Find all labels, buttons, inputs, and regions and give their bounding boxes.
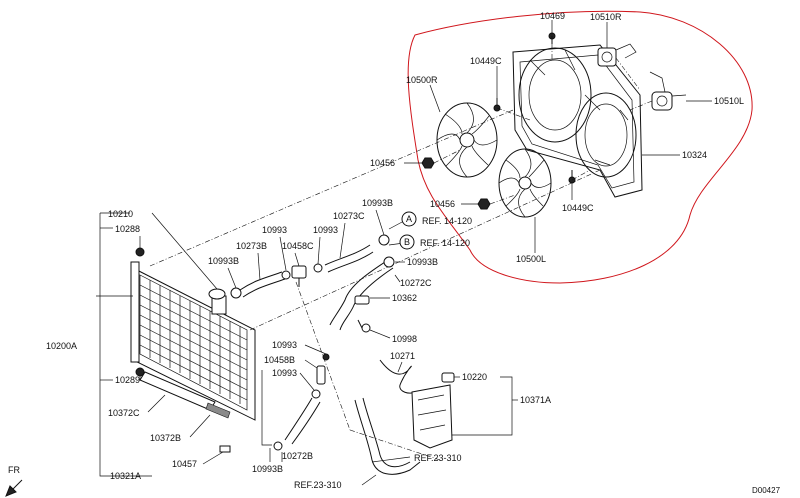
clamp-10362 bbox=[354, 295, 370, 305]
label-10273b: 10273B bbox=[236, 241, 267, 251]
label-ref-b: REF. 14-120 bbox=[420, 238, 470, 248]
reservoir-10371a bbox=[411, 384, 453, 449]
label-10288: 10288 bbox=[115, 224, 140, 234]
fan-shroud bbox=[512, 44, 643, 198]
lower-hose-10272c bbox=[329, 256, 395, 331]
clip-10998 bbox=[357, 319, 371, 333]
reservoir-cap-10220 bbox=[441, 372, 455, 383]
lower-pipe-ref bbox=[354, 397, 421, 475]
label-10993-c: 10993 bbox=[272, 340, 297, 350]
bolt-10449c-bottom bbox=[568, 170, 576, 184]
label-10273c: 10273C bbox=[333, 211, 365, 221]
radiator-cap bbox=[208, 288, 226, 300]
label-10289: 10289 bbox=[115, 375, 140, 385]
label-10272b: 10272B bbox=[282, 451, 313, 461]
label-10372b: 10372B bbox=[150, 433, 181, 443]
label-10456-b: 10456 bbox=[430, 199, 455, 209]
label-10362: 10362 bbox=[392, 293, 417, 303]
upper-hose-10273c bbox=[313, 234, 390, 273]
bracket-10457 bbox=[219, 445, 231, 453]
label-10449c-top: 10449C bbox=[470, 56, 502, 66]
label-10321a: 10321A bbox=[110, 471, 141, 481]
label-10993b-d: 10993B bbox=[252, 464, 283, 474]
label-10449c-bottom: 10449C bbox=[562, 203, 594, 213]
diagram-code: D00427 bbox=[752, 486, 781, 495]
label-10993-a: 10993 bbox=[262, 225, 287, 235]
callout-a-letter: A bbox=[406, 214, 412, 224]
seal-10372b bbox=[205, 402, 231, 419]
label-10500r: 10500R bbox=[406, 75, 438, 85]
connector-10458c bbox=[291, 265, 307, 287]
label-10324: 10324 bbox=[682, 150, 707, 160]
label-10210: 10210 bbox=[108, 209, 133, 219]
assembly-lines bbox=[149, 44, 653, 461]
label-10500l: 10500L bbox=[516, 254, 546, 264]
lower-hose-10272b bbox=[273, 389, 321, 451]
mount-10288 bbox=[135, 247, 145, 257]
label-10272c: 10272C bbox=[400, 278, 432, 288]
label-10993b-b: 10993B bbox=[208, 256, 239, 266]
overflow-hose-10271 bbox=[379, 359, 416, 394]
callout-b: B bbox=[399, 234, 415, 250]
label-10200a: 10200A bbox=[46, 341, 77, 351]
label-ref-a: REF. 14-120 bbox=[422, 216, 472, 226]
fan-assembly-highlight bbox=[407, 10, 753, 284]
label-10371a: 10371A bbox=[520, 395, 551, 405]
callout-b-letter: B bbox=[404, 237, 410, 247]
label-10458c: 10458C bbox=[282, 241, 314, 251]
callout-a: A bbox=[401, 211, 417, 227]
part-labels: 10469 10510R 10449C 10500R 10510L 10324 … bbox=[8, 11, 781, 495]
label-10458b: 10458B bbox=[264, 355, 295, 365]
label-10456-a: 10456 bbox=[370, 158, 395, 168]
leader-lines bbox=[96, 20, 712, 486]
upper-hose-10273b bbox=[230, 270, 291, 299]
nut-10456-b bbox=[477, 198, 491, 210]
label-10993b-top: 10993B bbox=[362, 198, 393, 208]
label-10271: 10271 bbox=[390, 351, 415, 361]
label-ref-c: REF.23-310 bbox=[414, 453, 462, 463]
label-10993-b: 10993 bbox=[313, 225, 338, 235]
label-10510l: 10510L bbox=[714, 96, 744, 106]
label-10457: 10457 bbox=[172, 459, 197, 469]
nut-10456-a bbox=[421, 157, 435, 169]
label-10998: 10998 bbox=[392, 334, 417, 344]
hose-10458b bbox=[316, 353, 330, 385]
label-ref-d: REF.23-310 bbox=[294, 480, 342, 490]
label-10993-d: 10993 bbox=[272, 368, 297, 378]
fan-motor-right bbox=[597, 43, 637, 67]
label-10469: 10469 bbox=[540, 11, 565, 21]
label-fr: FR bbox=[8, 465, 20, 475]
label-10993b-c: 10993B bbox=[407, 257, 438, 267]
radiator bbox=[130, 261, 256, 421]
fan-blade-right bbox=[436, 102, 498, 178]
bolt-10469 bbox=[548, 32, 556, 44]
label-10220: 10220 bbox=[462, 372, 487, 382]
label-10510r: 10510R bbox=[590, 12, 622, 22]
arrow-front-icon bbox=[5, 479, 23, 497]
fan-motor-left bbox=[649, 71, 687, 111]
label-10372c: 10372C bbox=[108, 408, 140, 418]
fan-blade-left bbox=[498, 148, 552, 218]
